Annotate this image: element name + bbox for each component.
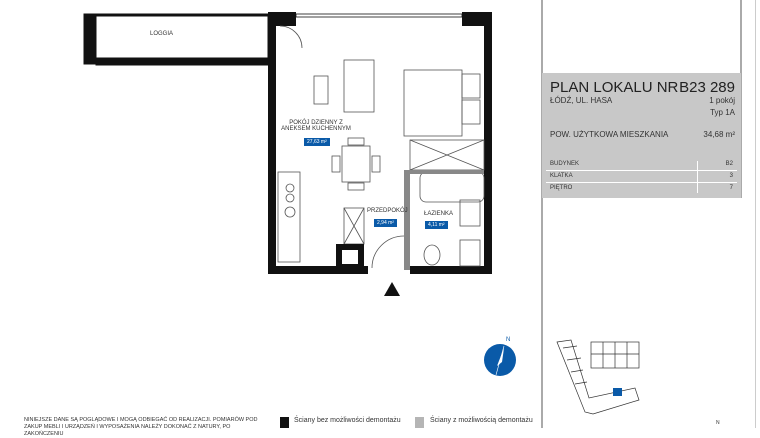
row-divider bbox=[546, 182, 737, 183]
room-area-bathroom: 4,11 m² bbox=[425, 221, 448, 229]
compass-label: N bbox=[506, 337, 510, 343]
legend-swatch-removable bbox=[415, 417, 424, 428]
room-label-living: POKÓJ DZIENNY Z ANEKSEM KUCHENNYM bbox=[281, 120, 351, 132]
plan-title: PLAN LOKALU NR bbox=[550, 79, 679, 96]
room-label-hall: PRZEDPOKÓJ bbox=[367, 208, 408, 214]
room-label-bathroom: ŁAZIENKA bbox=[424, 211, 454, 217]
unit-info-panel: PLAN LOKALU NR B23 289 ŁÓDŹ, UL. HASA 1 … bbox=[542, 73, 741, 198]
building-location-map bbox=[556, 339, 640, 415]
legend-removable-walls: Ściany z możliwością demontażu bbox=[430, 417, 533, 424]
detail-value: 3 bbox=[729, 173, 733, 179]
room-label-loggia: LOGGIA bbox=[150, 31, 174, 37]
address: ŁÓDŹ, UL. HASA bbox=[550, 96, 613, 105]
floor-plan: N bbox=[83, 12, 516, 376]
detail-row-floor: PIĘTRO 7 bbox=[550, 183, 735, 193]
legend-swatch-fixed bbox=[280, 417, 289, 428]
detail-label: PIĘTRO bbox=[550, 185, 573, 191]
compass bbox=[484, 344, 516, 376]
column-divider bbox=[697, 161, 698, 193]
detail-label: BUDYNEK bbox=[550, 161, 580, 167]
corner-north-label: N bbox=[716, 420, 720, 426]
usable-area-label: POW. UŻYTKOWA MIESZKANIA bbox=[550, 130, 669, 139]
panel-divider-left bbox=[541, 0, 543, 428]
row-divider bbox=[546, 170, 737, 171]
room-area-living: 27,63 m² bbox=[304, 138, 330, 146]
panel-divider-right bbox=[740, 0, 742, 198]
detail-row-staircase: KLATKA 3 bbox=[550, 171, 735, 181]
page-edge bbox=[755, 0, 756, 428]
detail-value: B2 bbox=[725, 161, 733, 167]
room-area-hall: 2,94 m² bbox=[374, 219, 397, 227]
unit-number: B23 289 bbox=[679, 79, 735, 96]
detail-row-building: BUDYNEK B2 bbox=[550, 159, 735, 169]
entrance-arrow bbox=[384, 282, 400, 296]
outer-walls bbox=[268, 12, 492, 274]
detail-value: 7 bbox=[729, 185, 733, 191]
detail-label: KLATKA bbox=[550, 173, 573, 179]
legend-fixed-walls: Ściany bez możliwości demontażu bbox=[294, 417, 401, 424]
furniture bbox=[277, 25, 485, 269]
interior-walls bbox=[336, 170, 484, 270]
usable-area-value: 34,68 m² bbox=[703, 130, 735, 139]
rooms-count: 1 pokój bbox=[709, 96, 735, 105]
loggia bbox=[83, 13, 269, 66]
unit-type: Typ 1A bbox=[710, 108, 735, 117]
